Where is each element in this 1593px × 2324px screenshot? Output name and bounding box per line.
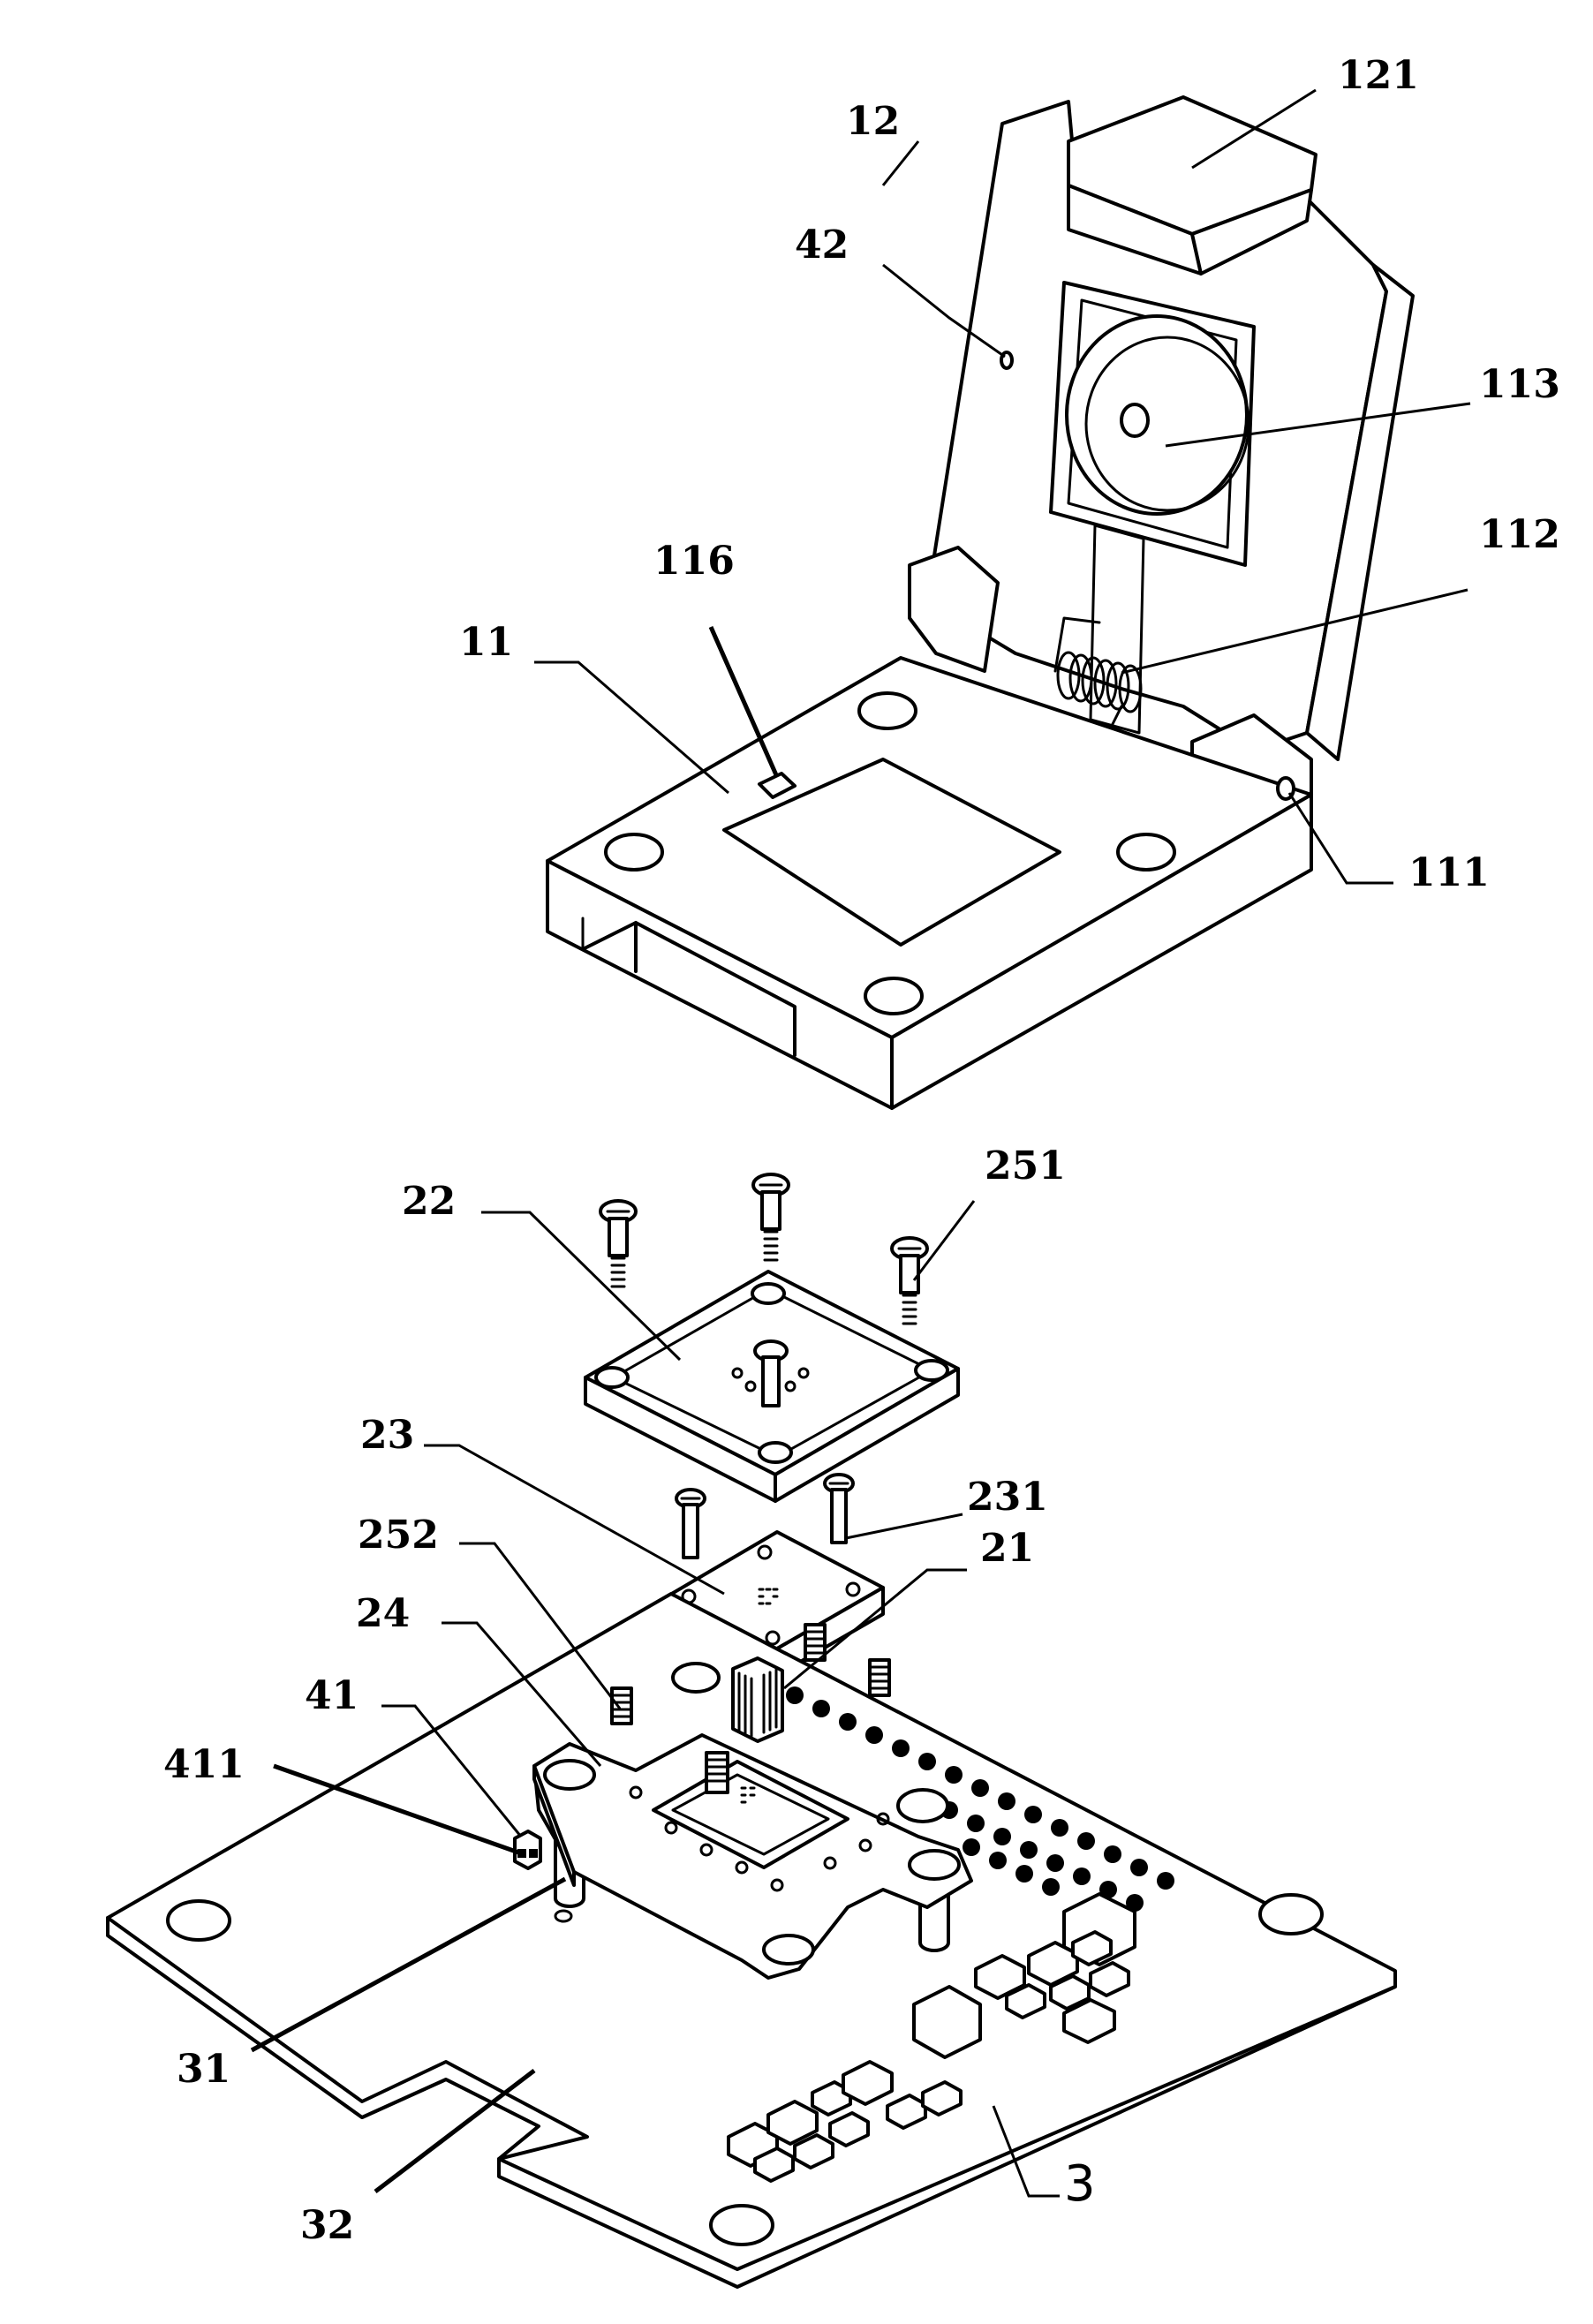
label-3: 3 [1064,2155,1096,2213]
contact-pins-21 [705,1656,784,1804]
label-31: 31 [177,2047,230,2092]
label-21: 21 [980,1526,1034,1571]
base-cavity [722,758,1061,947]
label-112: 112 [1479,512,1560,557]
base-hole [857,691,917,730]
label-231: 231 [967,1475,1048,1520]
label-252: 252 [358,1513,439,1558]
base-hole [864,977,924,1015]
pcb-hole [709,2204,774,2246]
label-111: 111 [1408,850,1490,895]
label-22: 22 [402,1179,456,1224]
base-hole [1116,833,1176,872]
label-24: 24 [356,1591,410,1636]
pcb-hole [1258,1893,1324,1935]
screws-231 [675,1473,855,1559]
lid-12 [925,95,1415,761]
socket-base-11 [546,546,1313,1110]
label-116: 116 [653,539,735,584]
label-42: 42 [795,223,849,268]
label-251: 251 [985,1143,1066,1188]
label-12: 12 [846,99,900,144]
pcb-smd-components [727,1892,1136,2183]
top-plate-22 [584,1270,960,1503]
label-32: 32 [300,2203,354,2248]
base-notch-116 [758,772,796,799]
reference-labels: 121 12 42 113 112 116 11 111 22 251 23 2… [163,53,1560,2248]
label-121: 121 [1338,53,1419,98]
lid-latch-121 [1067,95,1317,275]
label-23: 23 [360,1413,414,1458]
screw [751,1173,790,1262]
base-hole [604,833,664,872]
label-11: 11 [459,620,513,665]
leader-lines [250,88,1471,2198]
screw [890,1236,929,1325]
torsion-spring-112 [1053,616,1143,735]
socket-frame-24 [532,1662,973,1980]
screw [823,1473,855,1544]
label-113: 113 [1479,362,1560,407]
label-41: 41 [305,1673,359,1718]
sensor-41 [513,1830,542,1870]
pcb-hole [166,1899,231,1942]
screw [675,1488,706,1559]
label-411: 411 [163,1742,245,1787]
screws-251 [599,1173,929,1325]
screw [599,1199,638,1288]
pressure-head-113 [1065,314,1250,516]
